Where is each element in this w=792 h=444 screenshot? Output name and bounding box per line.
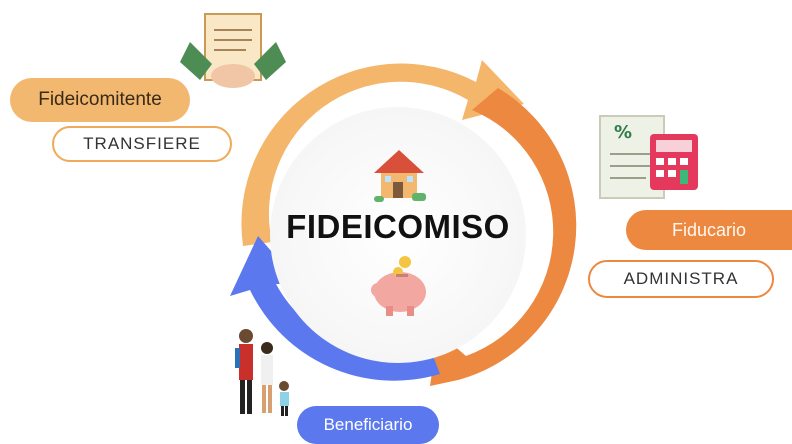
family-icon — [235, 329, 289, 416]
transfiere-action-pill: TRANSFIERE — [52, 126, 232, 162]
administra-action: ADMINISTRA — [623, 269, 739, 288]
arc-top — [241, 60, 524, 246]
transfiere-action: TRANSFIERE — [83, 134, 201, 153]
beneficiario-label-pill: Beneficiario — [297, 406, 439, 444]
administra-action-pill: ADMINISTRA — [588, 260, 774, 298]
center-title: FIDEICOMISO — [286, 208, 510, 245]
center-circle — [270, 107, 526, 363]
fiducario-label-pill: Fiducario — [626, 210, 792, 250]
fideicomitente-label-pill: Fideicomitente — [10, 78, 190, 122]
calculator-document-icon: % — [599, 115, 698, 199]
house-icon — [374, 150, 426, 202]
handshake-contract-icon — [180, 13, 286, 88]
beneficiario-label: Beneficiario — [323, 415, 413, 434]
svg-text:%: % — [614, 122, 632, 143]
fiducario-label: Fiducario — [671, 219, 747, 240]
piggy-bank-icon — [371, 256, 426, 316]
arc-right — [430, 88, 577, 386]
fideicomitente-label: Fideicomitente — [38, 89, 162, 110]
